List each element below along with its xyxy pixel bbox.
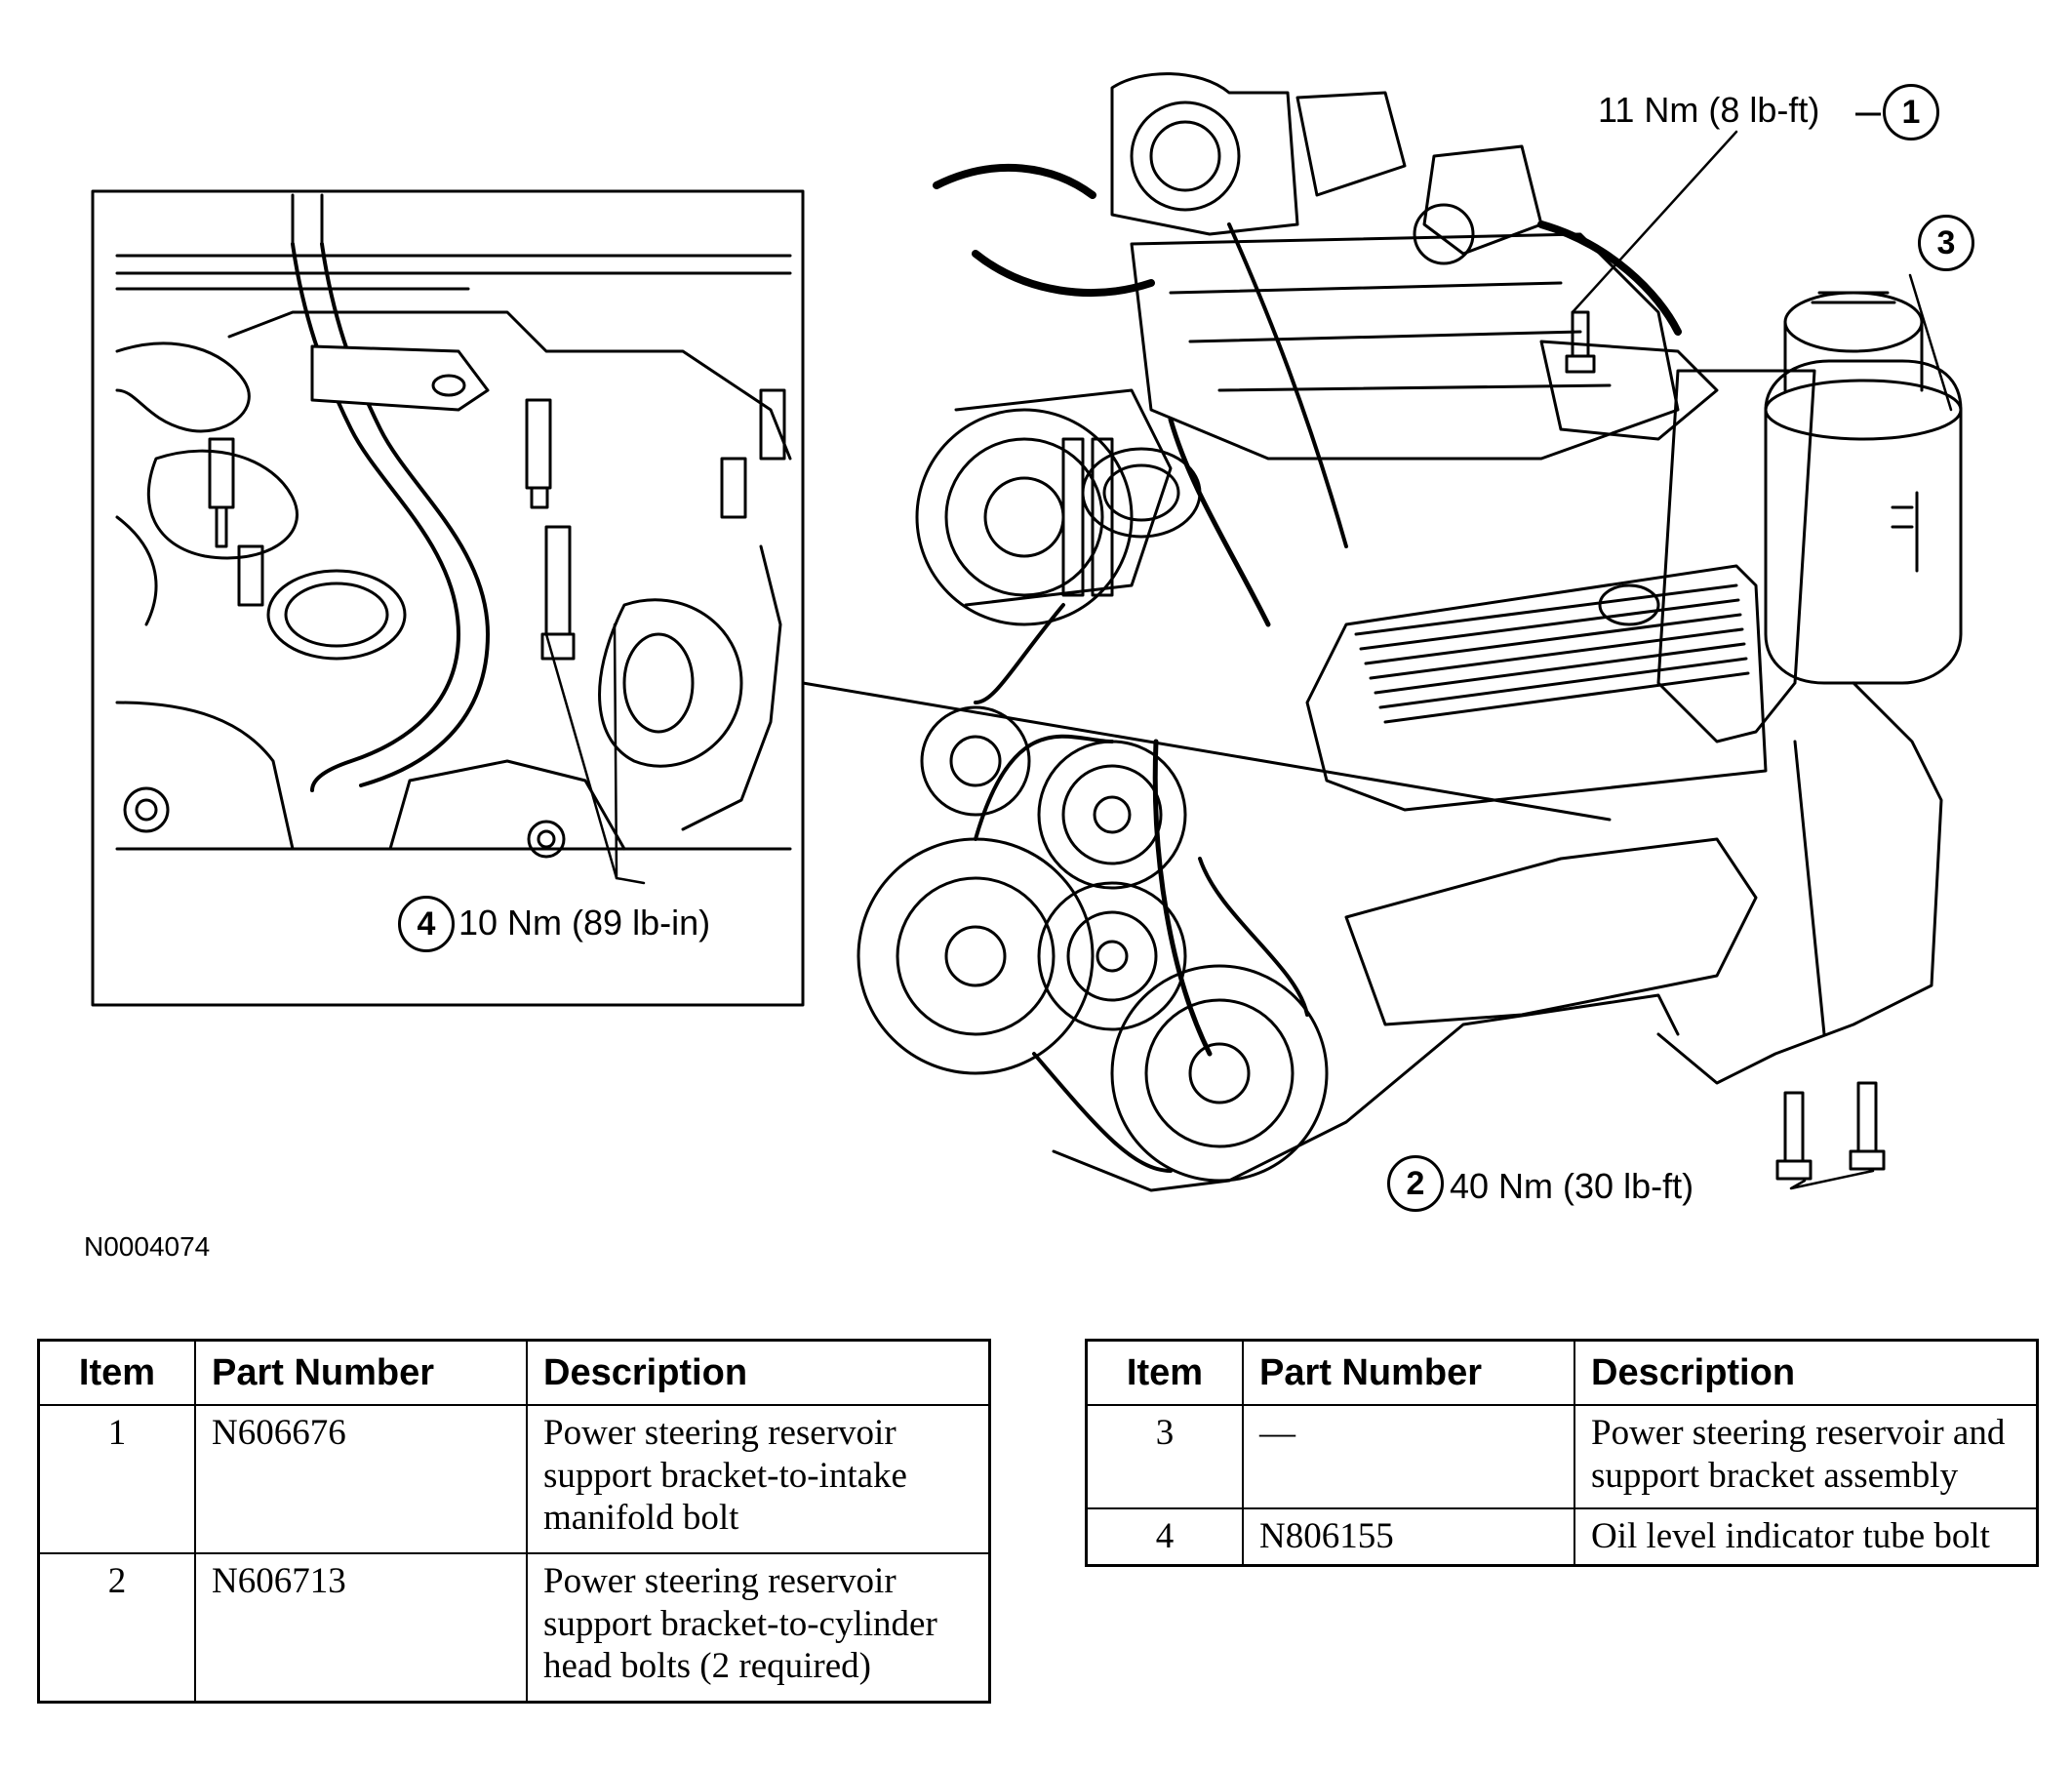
callout-3-badge: 3 bbox=[1918, 215, 1974, 271]
figure-id: N0004074 bbox=[84, 1231, 211, 1262]
cell-description: Power steering reservoir support bracket… bbox=[526, 1404, 991, 1554]
cell-part-number: — bbox=[1242, 1404, 1575, 1509]
callout-1-badge: 1 bbox=[1883, 84, 1939, 141]
parts-table-1: Item Part Number Description 1 N606676 P… bbox=[37, 1339, 991, 1704]
cell-part-number: N806155 bbox=[1242, 1506, 1575, 1567]
table-row: 1 N606676 Power steering reservoir suppo… bbox=[37, 1404, 991, 1554]
table-header-row: Item Part Number Description bbox=[1085, 1339, 2039, 1406]
cell-part-number: N606676 bbox=[194, 1404, 528, 1554]
callout-1-torque: 11 Nm (8 lb-ft) bbox=[1598, 90, 1820, 130]
cell-part-number: N606713 bbox=[194, 1552, 528, 1703]
callout-1-dash bbox=[1855, 112, 1881, 116]
cell-description: Oil level indicator tube bolt bbox=[1574, 1506, 2039, 1567]
cell-item: 3 bbox=[1085, 1404, 1244, 1509]
cell-description: Power steering reservoir support bracket… bbox=[526, 1552, 991, 1703]
header-item: Item bbox=[1085, 1339, 1244, 1406]
header-part-number: Part Number bbox=[1242, 1339, 1575, 1406]
cell-item: 4 bbox=[1085, 1506, 1244, 1567]
engine-drawing bbox=[857, 72, 1963, 1192]
cell-description: Power steering reservoir and support bra… bbox=[1574, 1404, 2039, 1509]
detail-inset bbox=[91, 189, 805, 1007]
cell-item: 2 bbox=[37, 1552, 196, 1703]
parts-table-2: Item Part Number Description 3 — Power s… bbox=[1085, 1339, 2039, 1567]
header-part-number: Part Number bbox=[194, 1339, 528, 1406]
callout-4-torque: 10 Nm (89 lb-in) bbox=[458, 903, 711, 943]
table-row: 3 — Power steering reservoir and support… bbox=[1085, 1404, 2039, 1509]
callout-2-badge: 2 bbox=[1387, 1155, 1444, 1212]
header-item: Item bbox=[37, 1339, 196, 1406]
header-description: Description bbox=[1574, 1339, 2039, 1406]
table-row: 2 N606713 Power steering reservoir suppo… bbox=[37, 1552, 991, 1703]
table-row: 4 N806155 Oil level indicator tube bolt bbox=[1085, 1506, 2039, 1567]
cell-item: 1 bbox=[37, 1404, 196, 1554]
detail-leader-line bbox=[801, 681, 1612, 822]
callout-4-badge: 4 bbox=[398, 896, 455, 952]
callout-2-torque: 40 Nm (30 lb-ft) bbox=[1450, 1166, 1694, 1206]
header-description: Description bbox=[526, 1339, 991, 1406]
table-header-row: Item Part Number Description bbox=[37, 1339, 991, 1406]
